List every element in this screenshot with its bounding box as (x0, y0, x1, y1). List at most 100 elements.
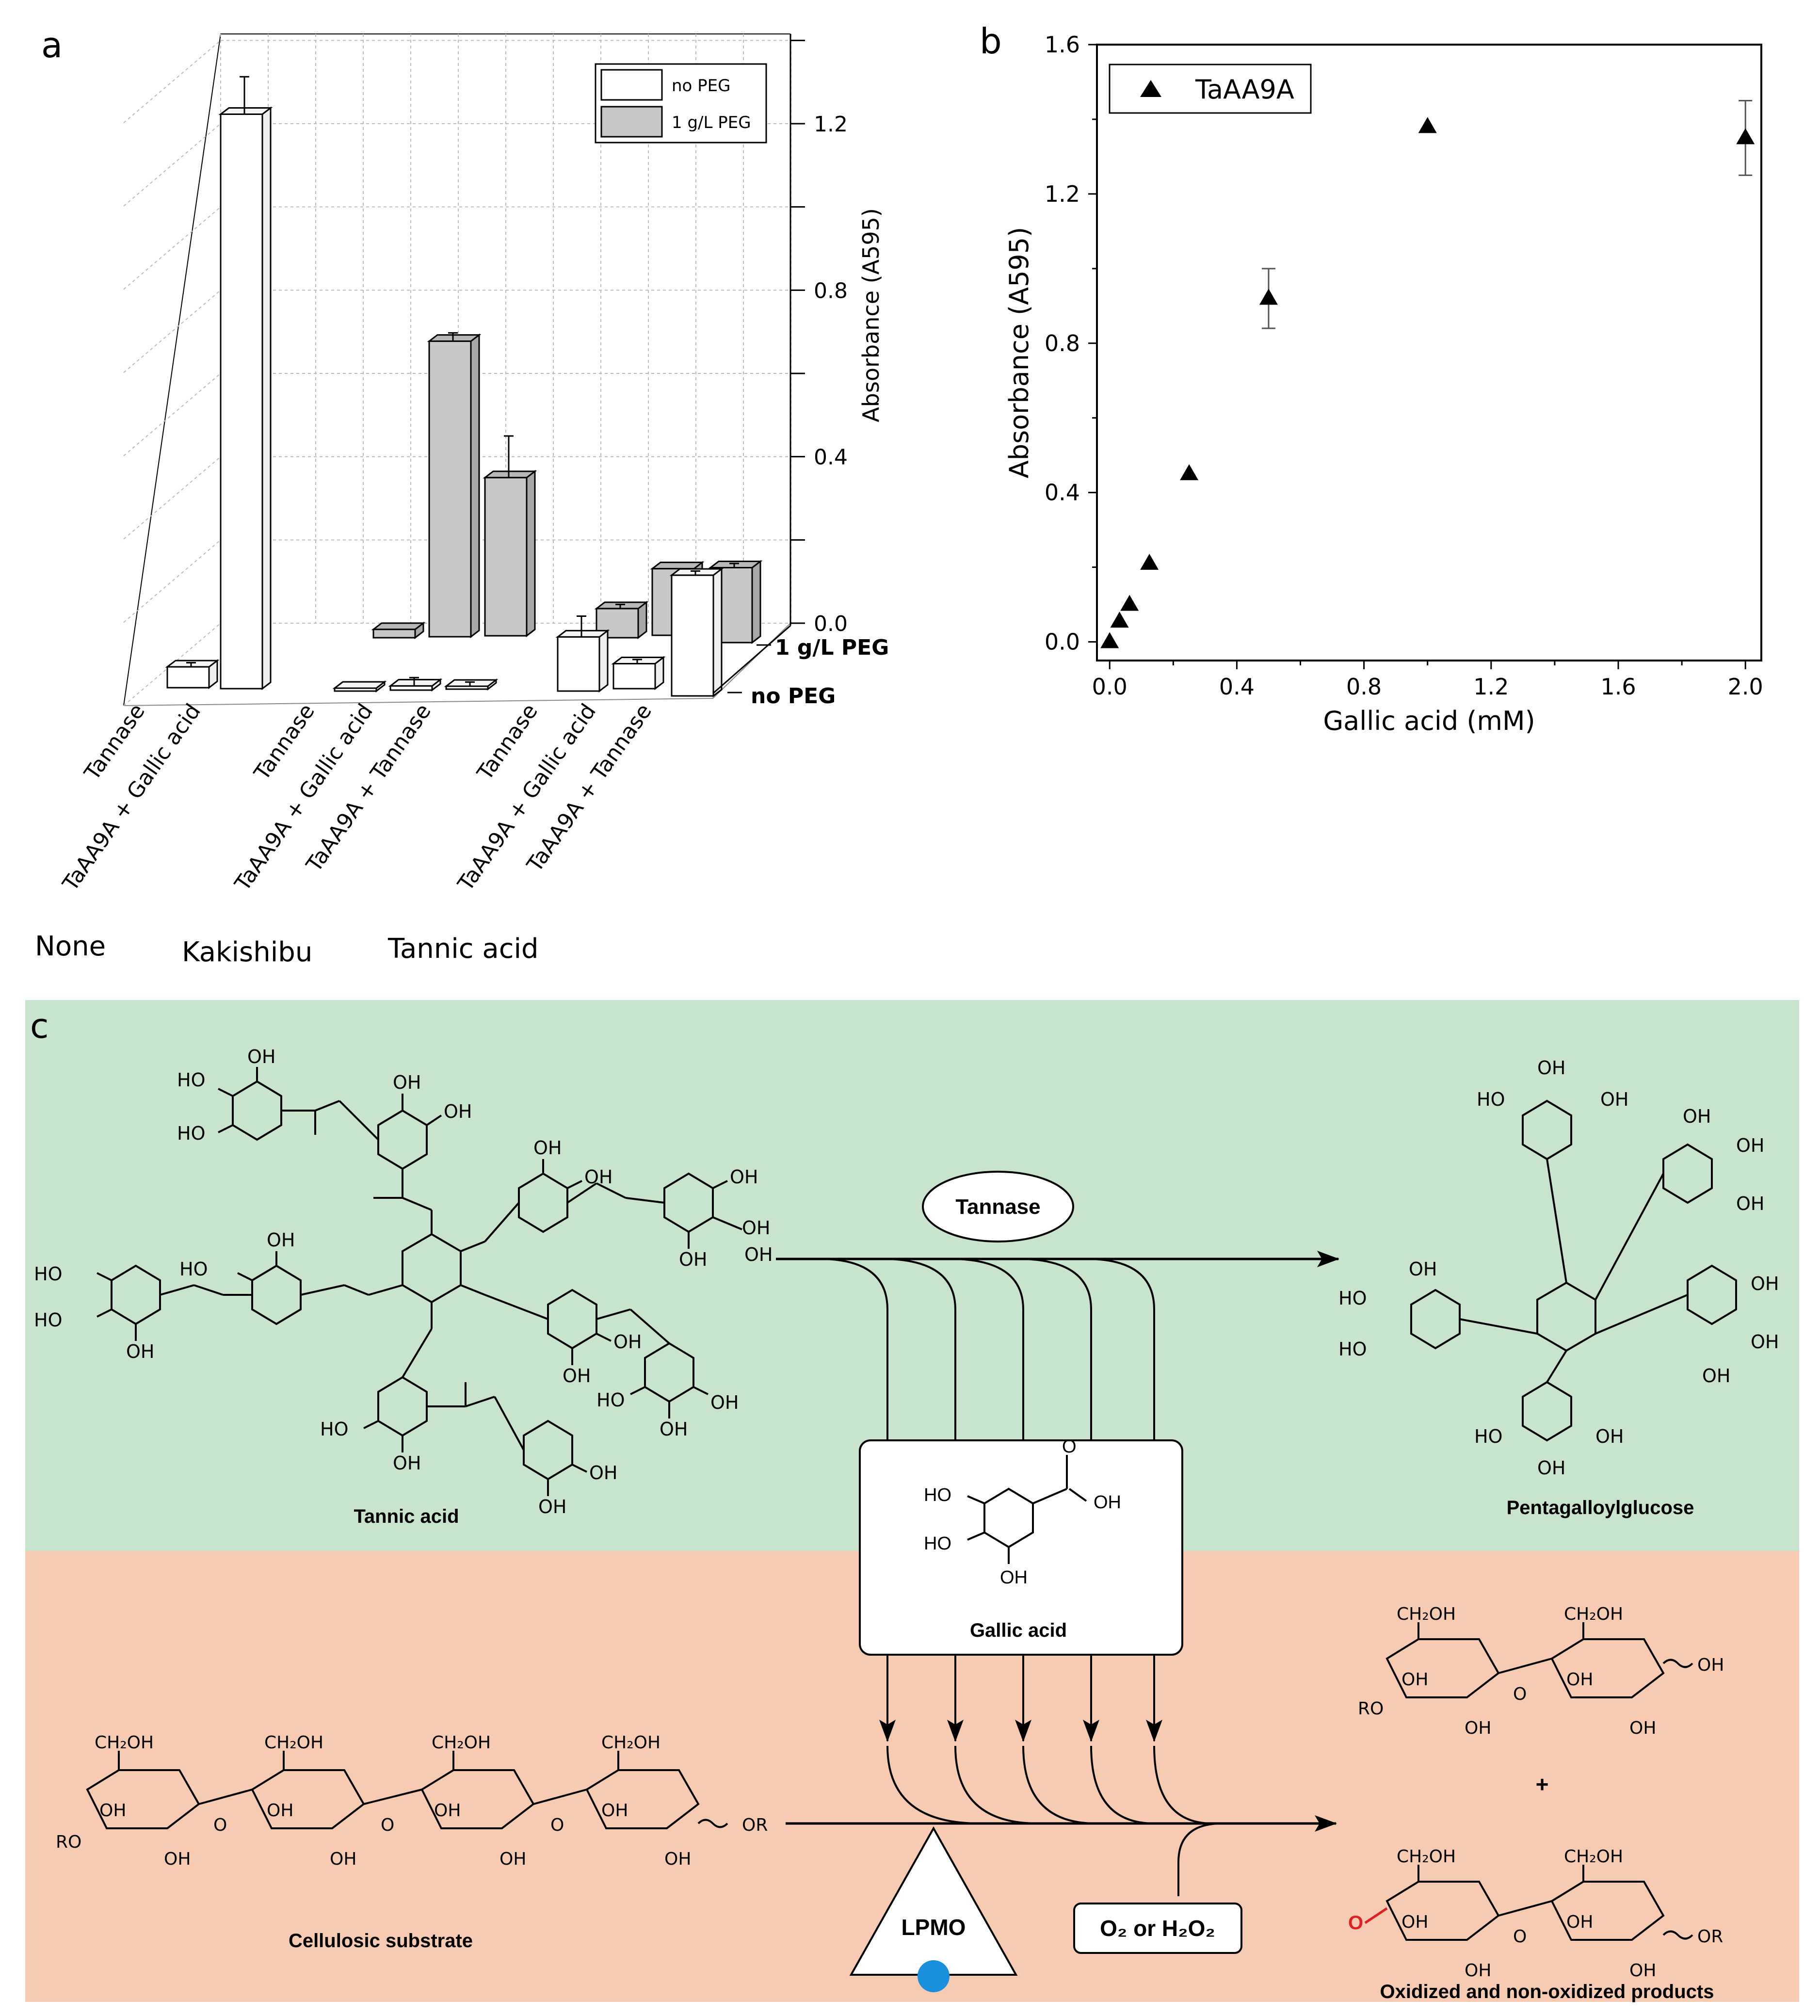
atom-oh: OH (1566, 1912, 1593, 1932)
atom-oh: OH (589, 1462, 617, 1484)
data-point (1736, 128, 1755, 145)
x-tick-label: 2.0 (1728, 674, 1763, 700)
atom-oh: OH (664, 1849, 691, 1869)
data-point (1120, 595, 1139, 611)
depth-label-peg: 1 g/L PEG (775, 635, 889, 660)
atom-ch2oh: CH₂OH (1564, 1604, 1623, 1624)
data-point (1180, 464, 1199, 481)
atom-oh: OH (434, 1801, 461, 1821)
data-point (1140, 553, 1159, 570)
atom-oh: OH (164, 1849, 191, 1869)
atom-o: O (550, 1815, 564, 1835)
gallic-acid-to-lpmo-arrows (879, 1655, 1223, 1896)
x-tick-label: 0.0 (1092, 674, 1127, 700)
atom-oh: OH (1683, 1106, 1711, 1127)
y-tick-label: 0.8 (1045, 330, 1080, 356)
atom-ro: RO (1358, 1699, 1384, 1719)
atom-oh: OH (1697, 1655, 1724, 1675)
atom-oh: OH (444, 1101, 472, 1122)
oxidized-carbonyl-o: O (1348, 1912, 1363, 1934)
atom-oh: OH (1465, 1718, 1491, 1738)
products-label: Oxidized and non-oxidized products (1380, 1981, 1714, 2002)
bar-no-peg (444, 678, 499, 691)
y-tick-label: 1.6 (1045, 32, 1080, 58)
data-point (1110, 612, 1129, 628)
bar-no-peg (332, 680, 387, 693)
panel-b-legend: TaAA9A (1109, 64, 1312, 114)
atom-oh: OH (1537, 1057, 1565, 1079)
atom-ho: HO (596, 1389, 625, 1411)
atom-oh: OH (563, 1365, 591, 1387)
atom-oh: OH (679, 1249, 707, 1270)
atom-oh: OH (393, 1452, 421, 1474)
atom-oh: OH (1702, 1365, 1730, 1387)
atom-oh: OH (744, 1244, 773, 1265)
products-structure (1385, 1622, 1693, 1941)
atom-oh: OH (1600, 1089, 1628, 1110)
atom-oh: OH (584, 1166, 612, 1188)
bar-no-peg (165, 659, 220, 690)
pentagalloylglucose-atom-labels: OH HO OH OH OH OH OH OH OH OH HO HO HO O… (1338, 1057, 1779, 1479)
tannase-enzyme: Tannase (922, 1171, 1074, 1242)
y-tick-label: 0.0 (1045, 629, 1080, 655)
atom-ch2oh: CH₂OH (1397, 1847, 1456, 1867)
atom-oh: OH (267, 1801, 293, 1821)
atom-oh: OH (538, 1496, 566, 1517)
cellulose-atom-labels: CH₂OH CH₂OH CH₂OH CH₂OH OH OH OH OH OH O… (56, 1733, 768, 1869)
gallic-atom-o: O (1062, 1436, 1077, 1457)
atom-o: O (1513, 1927, 1527, 1947)
data-point (1100, 632, 1119, 648)
z-tick-label: 1.2 (814, 112, 848, 137)
legend-swatch-peg (600, 106, 663, 138)
panel-b-y-axis-label: Absorbance (A595) (1004, 227, 1034, 478)
product-atom-labels: CH₂OH CH₂OH OH OH OH OH RO OH O CH₂OH CH… (1358, 1604, 1724, 1981)
atom-ch2oh: CH₂OH (601, 1733, 660, 1753)
gallic-atom-ho: HO (924, 1533, 951, 1554)
panel-a-bars (165, 76, 763, 698)
atom-oh: OH (499, 1849, 526, 1869)
atom-oh: OH (1736, 1135, 1764, 1156)
pentagalloylglucose-structure (1410, 1099, 1737, 1442)
lpmo-label: LPMO (902, 1915, 966, 1940)
group-label-none: None (35, 931, 106, 962)
panel-b-plot-frame (1096, 44, 1762, 661)
atom-oh: OH (1629, 1718, 1656, 1738)
panel-b-points (1100, 99, 1755, 648)
x-tick-label: 1.6 (1600, 674, 1636, 700)
x-tick-label: 0.8 (1346, 674, 1382, 700)
bar-peg (371, 621, 426, 640)
oxidized-carbonyl-bond (1364, 1907, 1388, 1924)
y-tick-label: 1.2 (1045, 181, 1080, 207)
group-label-kakishibu: Kakishibu (182, 936, 312, 968)
pentagalloylglucose-label: Pentagalloylglucose (1507, 1497, 1694, 1518)
atom-ho: HO (1338, 1339, 1367, 1360)
gallic-atom-oh: OH (1094, 1492, 1121, 1513)
gallic-acid-release-arrows (824, 1258, 1155, 1440)
data-point (1259, 289, 1278, 305)
atom-ch2oh: CH₂OH (432, 1733, 491, 1753)
cellulosic-substrate-label: Cellulosic substrate (289, 1930, 473, 1951)
legend-label-no-peg: no PEG (672, 76, 731, 96)
atom-oh: OH (710, 1392, 739, 1413)
panel-c-scheme: c (25, 1000, 1799, 2002)
panel-a-chart: a 0.00.40.81.2 Absorbance (A595) 1 g/L P… (35, 25, 889, 968)
atom-oh: OH (730, 1166, 758, 1188)
atom-oh: OH (126, 1341, 154, 1362)
bar-no-peg (669, 567, 724, 698)
depth-label-no-peg: no PEG (751, 684, 836, 709)
legend-swatch-no-peg (600, 69, 663, 101)
lpmo-enzyme: LPMO (849, 1826, 1018, 1992)
z-tick-label: 0.8 (814, 278, 848, 303)
atom-oh: OH (1736, 1193, 1764, 1214)
products-plus-sign: + (1536, 1772, 1549, 1797)
atom-o: O (213, 1815, 227, 1835)
y-tick-label: 0.4 (1045, 480, 1080, 506)
atom-oh: OH (247, 1046, 275, 1067)
panel-label-b: b (980, 21, 1002, 62)
legend-triangle-marker (1140, 80, 1161, 97)
bar-no-peg (555, 615, 610, 693)
atom-or: OR (1697, 1927, 1723, 1947)
atom-ho: HO (179, 1258, 208, 1280)
